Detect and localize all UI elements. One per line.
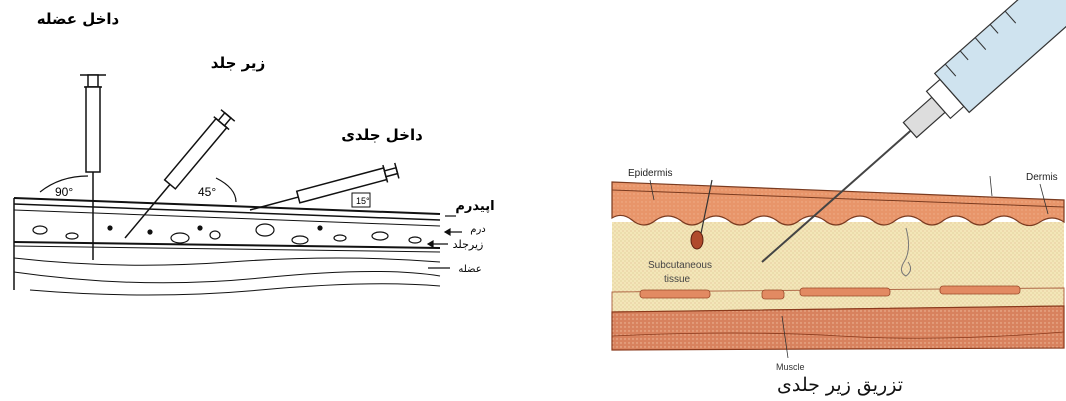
surface-pointer <box>990 176 992 196</box>
muscle-layer <box>612 306 1064 350</box>
label-epidermis-fa: اپیدرم <box>455 199 494 214</box>
id-angle-label: 15° <box>356 196 370 206</box>
intramuscular-syringe <box>80 75 106 260</box>
label-subcutaneous-2: tissue <box>664 274 691 285</box>
left-injection-diagram: 90° 45° 15° داخل عضله <box>14 10 495 295</box>
figure-caption: تزریق زیر جلدی <box>777 374 903 396</box>
label-dermis: Dermis <box>1026 172 1058 183</box>
label-intradermal: داخل جلدی <box>341 126 423 144</box>
left-dermis-cells <box>33 224 421 244</box>
label-muscle: Muscle <box>776 362 805 372</box>
label-subcutaneous-1: Subcutaneous <box>648 260 712 271</box>
im-angle-label: 90° <box>55 185 73 199</box>
label-dermis-fa: درم <box>470 224 485 235</box>
label-subcutaneous: زیر جلد <box>211 54 265 72</box>
label-intramuscular: داخل عضله <box>37 10 120 28</box>
left-skin-layers <box>14 198 440 295</box>
label-subcut-fa: زیرجلد <box>453 238 484 251</box>
skin-layer <box>612 182 1064 226</box>
label-muscle-fa: عضله <box>458 264 481 275</box>
right-injection-diagram: Epidermis Dermis Subcutaneous tissue Mus… <box>612 0 1066 396</box>
label-epidermis: Epidermis <box>628 168 672 179</box>
subcutaneous-syringe <box>117 109 235 244</box>
sc-angle-arc <box>216 178 236 202</box>
sc-angle-label: 45° <box>198 185 216 199</box>
